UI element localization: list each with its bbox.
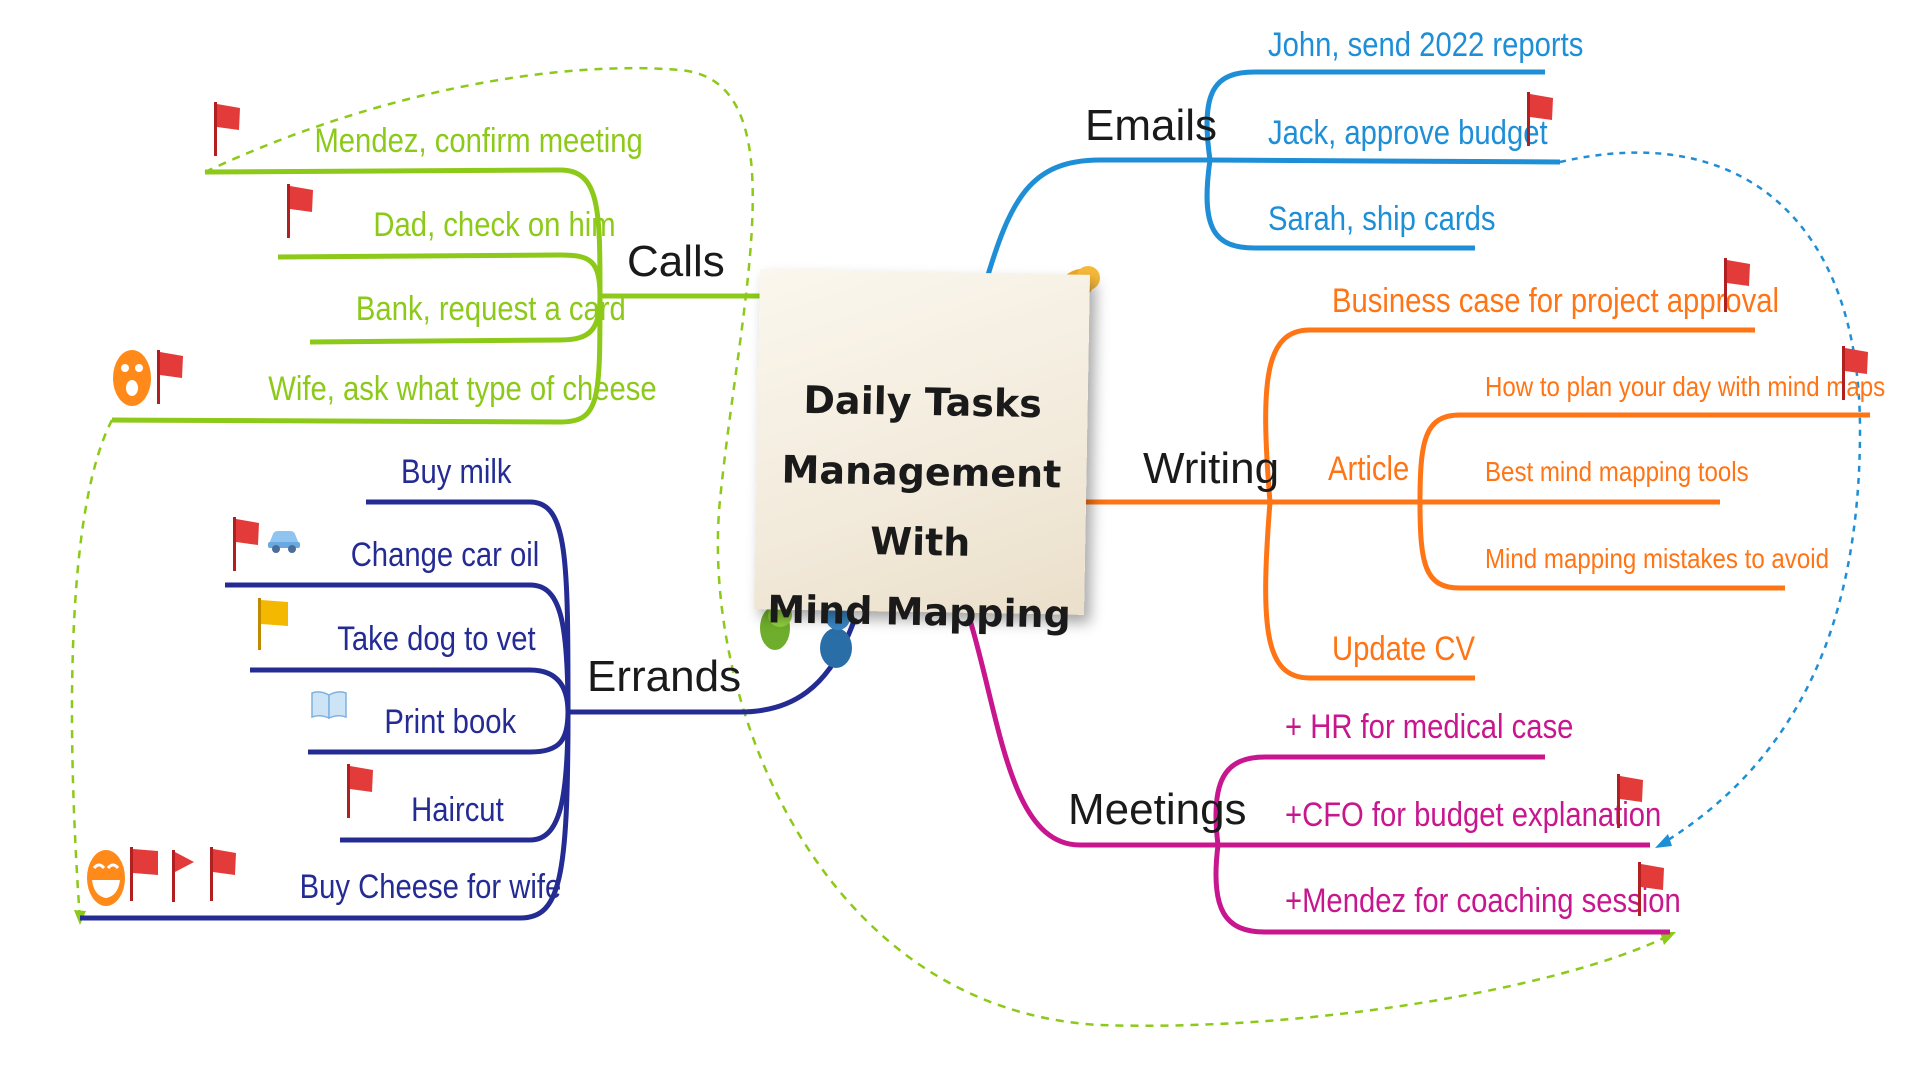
car-icon <box>268 531 300 553</box>
branch-meetings[interactable]: Meetings <box>1068 785 1247 834</box>
meetings-item[interactable]: + HR for medical case <box>1285 708 1574 746</box>
pushpin-icon <box>820 606 852 668</box>
article-item[interactable]: How to plan your day with mind maps <box>1485 371 1886 402</box>
article-item[interactable]: Best mind mapping tools <box>1485 456 1749 487</box>
errands-item[interactable]: Haircut <box>411 791 504 829</box>
calls-item[interactable]: Wife, ask what type of cheese <box>268 370 657 408</box>
emails-item[interactable]: Jack, approve budget <box>1268 114 1548 152</box>
emails-item[interactable]: Sarah, ship cards <box>1268 200 1496 238</box>
yellow-flag-icon <box>258 598 288 650</box>
red-flag-icon <box>287 184 313 238</box>
calls-item[interactable]: Mendez, confirm meeting <box>314 122 643 160</box>
red-flag-icon <box>347 764 373 818</box>
red-flag-icon <box>1527 92 1553 146</box>
branch-emails[interactable]: Emails <box>1085 101 1218 150</box>
errands-item[interactable]: Print book <box>384 703 517 741</box>
red-flag-icon <box>210 847 236 901</box>
writing-item[interactable]: Business case for project approval <box>1332 282 1779 320</box>
red-flag-icon <box>214 102 240 156</box>
errands-item[interactable]: Change car oil <box>350 536 540 574</box>
surprised-face-icon <box>113 350 151 406</box>
calls-branch-lines <box>111 167 760 425</box>
meetings-branch-lines <box>967 619 1670 935</box>
branch-writing[interactable]: Writing <box>1143 444 1280 493</box>
meetings-item[interactable]: +CFO for budget explanation <box>1285 796 1662 834</box>
red-flag-icon <box>233 517 259 571</box>
laughing-face-icon <box>87 850 125 906</box>
relation-arrowhead <box>1655 834 1672 848</box>
article-item[interactable]: Mind mapping mistakes to avoid <box>1485 543 1829 574</box>
errands-item[interactable]: Take dog to vet <box>337 620 536 658</box>
relation-arrow-cheese-to-buy <box>70 419 114 921</box>
writing-item[interactable]: Update CV <box>1332 630 1476 668</box>
red-flag-icon <box>130 847 158 901</box>
red-flag-icon <box>1724 258 1750 312</box>
writing-branch-lines <box>1082 327 1870 681</box>
errands-item[interactable]: Buy Cheese for wife <box>299 868 562 906</box>
red-flag-icon <box>1842 346 1868 400</box>
relation-arrow-calls-to-meetings <box>204 66 1671 1028</box>
book-icon <box>311 691 347 720</box>
relation-arrow-budget-to-cfo <box>1559 151 1862 847</box>
branch-errands[interactable]: Errands <box>587 652 742 701</box>
relation-arrowhead <box>1660 932 1676 945</box>
calls-item[interactable]: Dad, check on him <box>373 206 616 244</box>
red-flag-icon <box>1638 862 1664 916</box>
red-flag-icon <box>157 350 183 404</box>
writing-item[interactable]: Article <box>1328 450 1410 488</box>
red-pennant-icon <box>172 850 194 902</box>
emails-branch-lines <box>982 69 1561 286</box>
calls-item[interactable]: Bank, request a card <box>355 290 626 328</box>
emails-item[interactable]: John, send 2022 reports <box>1268 26 1584 64</box>
branch-calls[interactable]: Calls <box>627 237 725 286</box>
meetings-item[interactable]: +Mendez for coaching session <box>1285 882 1681 920</box>
errands-item[interactable]: Buy milk <box>400 453 512 491</box>
red-flag-icon <box>1617 774 1643 828</box>
